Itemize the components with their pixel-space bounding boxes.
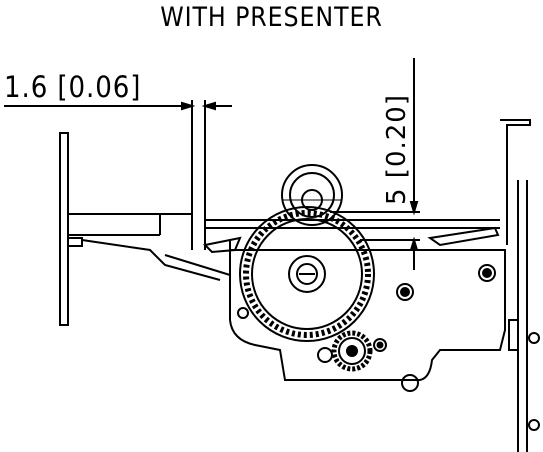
right-plate xyxy=(500,120,539,452)
upper-gear xyxy=(282,165,342,225)
vertical-dimension-lines xyxy=(330,58,420,270)
main-gear xyxy=(240,207,374,341)
horizontal-dimension-lines xyxy=(4,100,232,250)
horizontal-dimension-label: 1.6 [0.06] xyxy=(4,70,142,104)
drawing-title: WITH PRESENTER xyxy=(160,2,383,33)
mounting-holes xyxy=(238,265,495,391)
left-plate xyxy=(60,133,230,325)
lower-gear xyxy=(334,333,370,369)
main-frame xyxy=(205,220,505,380)
